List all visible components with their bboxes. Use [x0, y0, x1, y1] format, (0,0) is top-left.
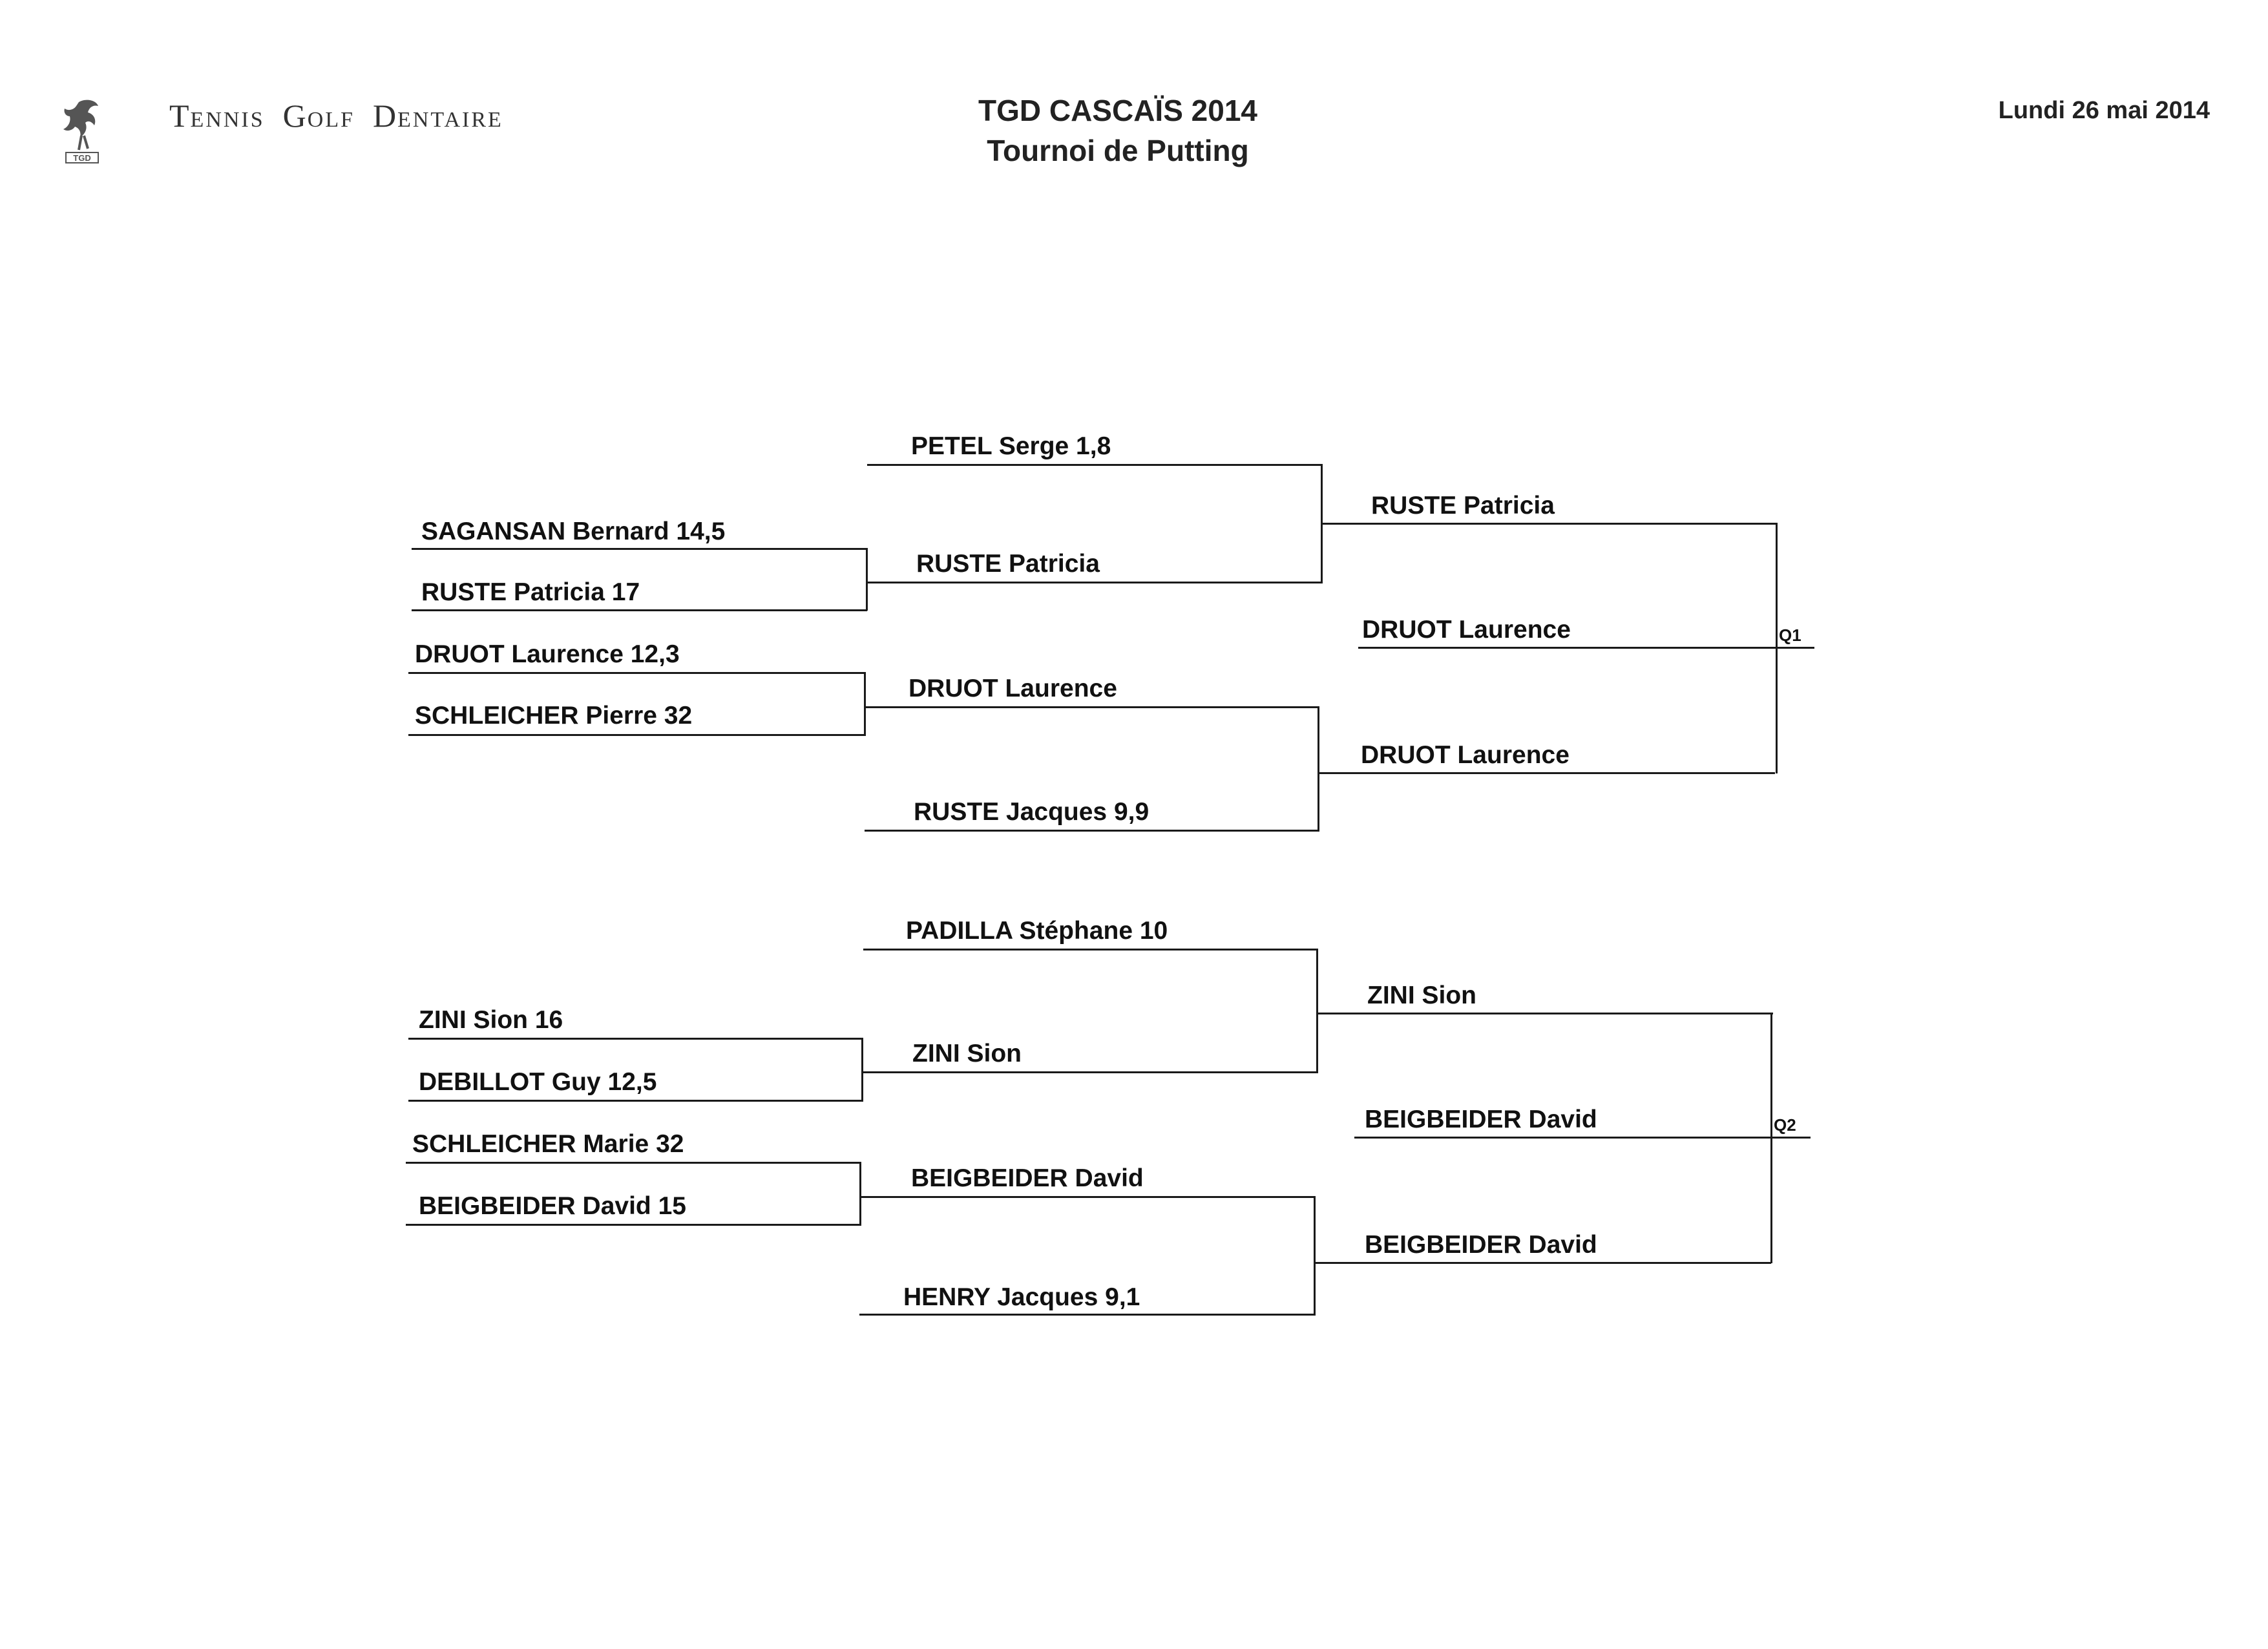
page-title: TGD CASCAÏS 2014 — [978, 94, 1257, 127]
tgd-logo: TGD — [59, 97, 106, 167]
round3-entry: RUSTE Patricia — [1371, 492, 1555, 520]
bracket-line — [412, 609, 867, 611]
bracket-line — [406, 1224, 861, 1226]
round1-entry: SCHLEICHER Pierre 32 — [415, 702, 693, 730]
bracket-connector — [1318, 706, 1319, 831]
bracket-line — [408, 1038, 863, 1040]
bracket-line — [859, 1314, 1316, 1316]
bracket-line — [408, 734, 866, 736]
round3-entry: BEIGBEIDER David — [1365, 1231, 1597, 1259]
qualifier-label-q1: Q1 — [1779, 625, 1801, 645]
bracket-connector — [1321, 464, 1323, 583]
round2-entry: BEIGBEIDER David — [911, 1164, 1144, 1192]
round1-entry: RUSTE Patricia 17 — [421, 578, 640, 606]
qualifier-label-q2: Q2 — [1774, 1115, 1796, 1135]
bracket-connector — [859, 1162, 861, 1225]
round3-entry: DRUOT Laurence — [1362, 616, 1571, 644]
organization-name: TENNIS GOLF DENTAIRE — [169, 98, 503, 134]
bracket-line — [408, 672, 866, 674]
bracket-line — [1319, 772, 1775, 774]
round3-entry: ZINI Sion — [1367, 982, 1476, 1009]
bracket-connector — [864, 672, 866, 735]
bracket-line — [1322, 523, 1778, 525]
round2-entry: RUSTE Patricia — [916, 550, 1100, 578]
bracket-connector — [861, 1038, 863, 1101]
page-subtitle: Tournoi de Putting — [987, 134, 1249, 167]
round3-entry: DRUOT Laurence — [1361, 741, 1570, 769]
bracket-line — [1358, 647, 1814, 649]
round2-entry: ZINI Sion — [912, 1040, 1022, 1067]
round1-entry: SAGANSAN Bernard 14,5 — [421, 518, 726, 545]
bracket-line — [863, 1071, 1318, 1073]
round2-entry: DRUOT Laurence — [908, 675, 1117, 702]
bracket-line — [861, 1196, 1316, 1198]
bracket-line — [865, 830, 1319, 832]
round1-entry: BEIGBEIDER David 15 — [419, 1192, 686, 1220]
round2-entry: HENRY Jacques 9,1 — [903, 1283, 1140, 1311]
round1-entry: SCHLEICHER Marie 32 — [412, 1130, 684, 1158]
round2-entry: RUSTE Jacques 9,9 — [914, 798, 1150, 826]
bracket-connector — [866, 548, 868, 611]
bracket-line — [867, 464, 1323, 466]
title-block: TGD CASCAÏS 2014 Tournoi de Putting — [859, 90, 1376, 171]
round1-entry: DEBILLOT Guy 12,5 — [419, 1068, 657, 1096]
round3-entry: BEIGBEIDER David — [1365, 1106, 1597, 1133]
round2-entry: PETEL Serge 1,8 — [911, 432, 1111, 460]
bracket-connector — [1776, 523, 1778, 773]
event-date: Lundi 26 mai 2014 — [1998, 97, 2210, 124]
bracket-line — [863, 949, 1318, 951]
bracket-connector — [1314, 1196, 1316, 1315]
bracket-line — [412, 548, 867, 550]
bracket-line — [865, 706, 1319, 708]
bracket-line — [1354, 1137, 1811, 1139]
bracket-line — [1316, 1262, 1771, 1264]
round1-entry: ZINI Sion 16 — [419, 1006, 563, 1034]
bracket-line — [1318, 1013, 1773, 1014]
round1-entry: DRUOT Laurence 12,3 — [415, 640, 680, 668]
svg-text:TGD: TGD — [73, 153, 90, 163]
bracket-connector — [1770, 1013, 1772, 1263]
round2-entry: PADILLA Stéphane 10 — [906, 917, 1168, 945]
bracket-line — [406, 1162, 861, 1164]
bracket-connector — [1316, 949, 1318, 1073]
bracket-line — [408, 1100, 863, 1102]
bracket-line — [867, 582, 1323, 583]
